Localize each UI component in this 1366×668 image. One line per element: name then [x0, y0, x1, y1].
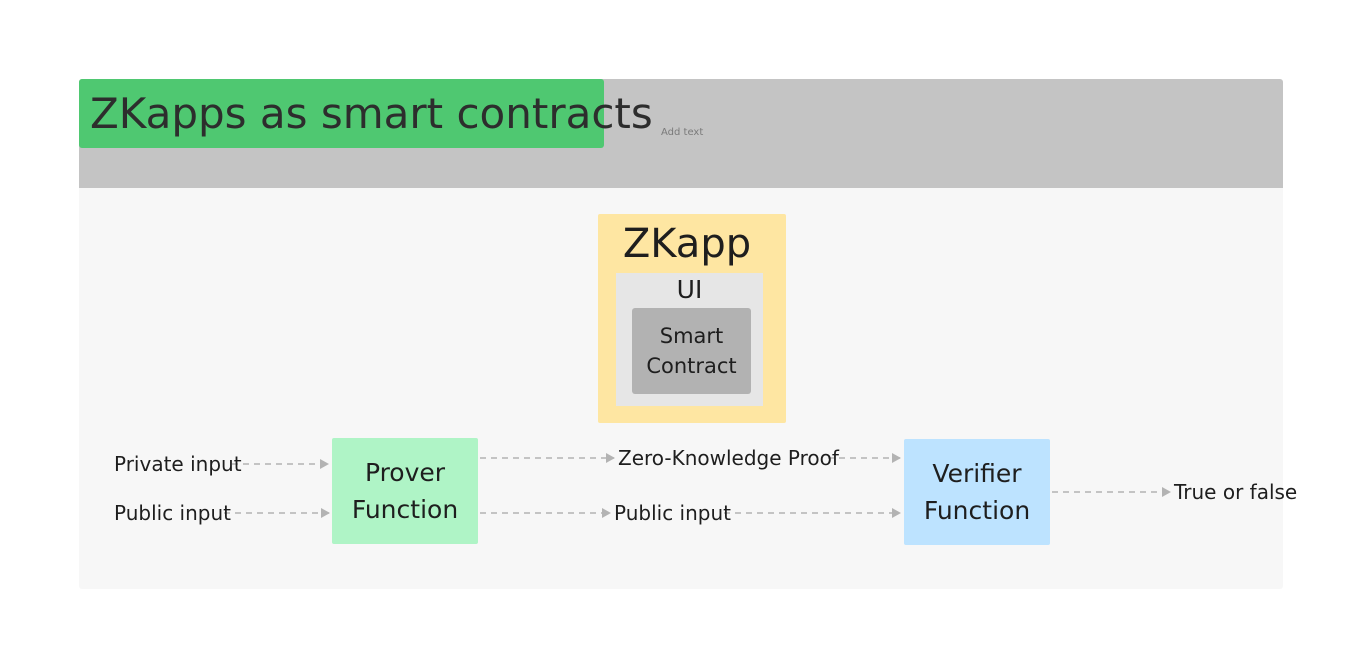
ui-label: UI — [676, 275, 703, 304]
smart-contract-label-line2: Contract — [646, 354, 737, 378]
add-text-placeholder[interactable]: Add text — [661, 127, 704, 138]
section-title[interactable]: ZKapps as smart contracts — [79, 79, 653, 148]
result-label[interactable]: True or false — [1174, 480, 1298, 504]
public-input-left-label[interactable]: Public input — [114, 501, 231, 525]
zk-proof-label[interactable]: Zero-Knowledge Proof — [618, 446, 839, 470]
prover-function-box[interactable]: Prover Function — [332, 438, 478, 544]
prover-label-line1: Prover — [364, 458, 446, 487]
private-input-label[interactable]: Private input — [114, 452, 242, 476]
prover-label-line2: Function — [351, 495, 459, 524]
verifier-label-line2: Function — [923, 496, 1031, 525]
smart-contract-label-line1: Smart — [659, 324, 724, 348]
verifier-label-line1: Verifier — [932, 459, 1022, 488]
zkapp-title: ZKapp — [622, 221, 752, 267]
verifier-function-box[interactable]: Verifier Function — [904, 439, 1050, 545]
public-input-middle-label[interactable]: Public input — [614, 501, 731, 525]
smart-contract-box[interactable]: Smart Contract — [632, 308, 751, 394]
